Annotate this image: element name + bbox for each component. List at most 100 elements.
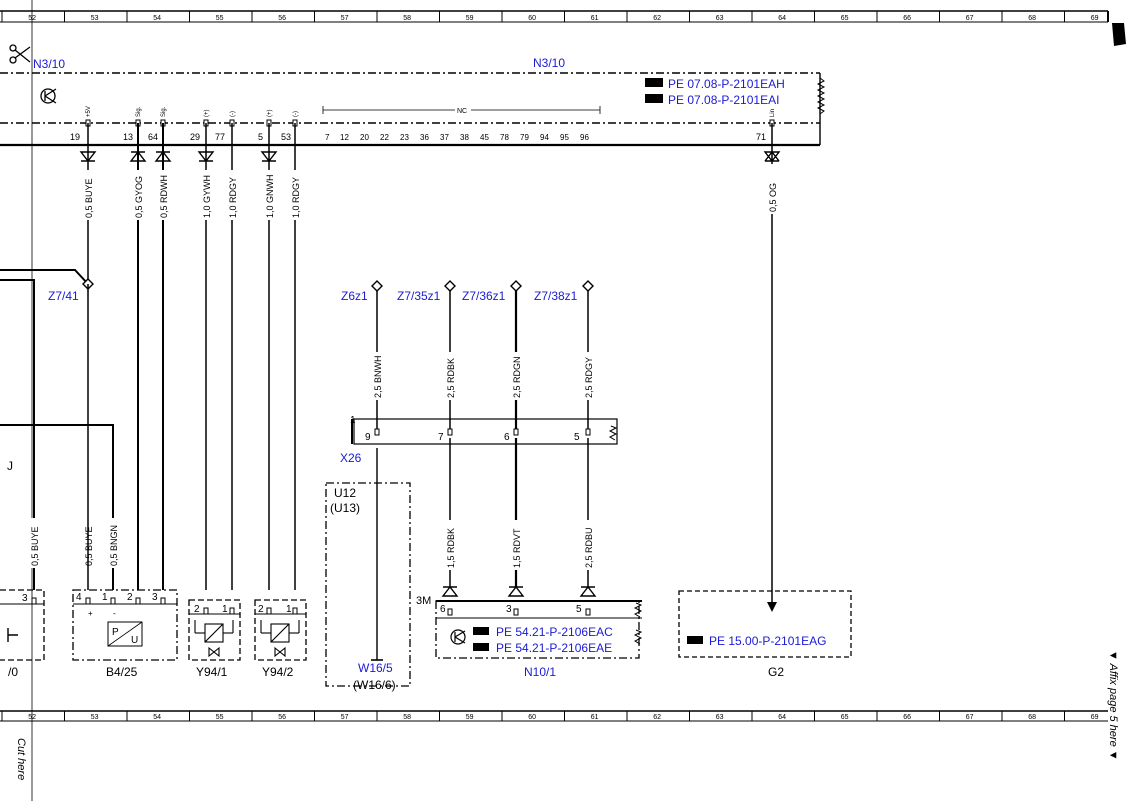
page-tab (1112, 23, 1126, 46)
wire-label: 1,0 RDGY (291, 177, 301, 218)
pin-contact (374, 428, 380, 436)
splice-diamond-icon (371, 280, 383, 292)
wire-label-bg (28, 518, 40, 568)
nc-pin-number: 94 (540, 133, 549, 142)
arrow-up-icon (764, 150, 780, 162)
arrow-up-icon (507, 585, 525, 597)
wire-label-bg (289, 170, 301, 220)
pin-contact (110, 597, 116, 605)
u12-bottom-label: W16/5 (358, 661, 393, 675)
wire-label-bg (263, 170, 275, 220)
arrow-down-icon (767, 602, 777, 612)
left-stub-label: J (7, 459, 13, 473)
n3-10-ref-2: PE 07.08-P-2101EAI (668, 93, 779, 107)
ruler-column-number: 64 (778, 714, 786, 721)
ruler-column-number: 62 (653, 15, 661, 22)
wire-label-bg (510, 520, 522, 570)
n10-1-label: N10/1 (524, 665, 556, 679)
x26-pin-left: 1 (350, 415, 356, 426)
left-wiring (0, 269, 114, 590)
wire-label: 0,5 BUYE (84, 526, 94, 566)
ruler-column-number: 53 (91, 714, 99, 721)
u12-label: U12 (334, 486, 356, 500)
ruler-column-number: 57 (341, 714, 349, 721)
wire-label: 0,5 BUYE (30, 526, 40, 566)
ruler-column-number: 66 (903, 714, 911, 721)
pin-number: 77 (215, 132, 225, 142)
x26-label: X26 (340, 451, 362, 465)
module-n10-1: 3M PE 54.21-P-2106EAC PE 54.21-P-2106EAE… (416, 585, 643, 679)
ruler-column-number: 59 (466, 15, 474, 22)
pin-contact (160, 597, 166, 605)
wire-label-bg (444, 352, 456, 400)
n10-1-pin-number: 6 (440, 604, 446, 615)
pin-contact (513, 428, 519, 436)
nc-pin-number: 22 (380, 133, 389, 142)
ruler-column-number: 60 (528, 15, 536, 22)
wire-label: 2,5 RDGN (512, 356, 522, 398)
wire-label-bg (82, 170, 94, 220)
wire-label-bg (107, 518, 119, 568)
pin-label: Sig. (161, 106, 167, 117)
ruler-column-number: 64 (778, 15, 786, 22)
arrow-up-icon (441, 585, 459, 597)
x26-pin-number: 7 (438, 432, 444, 443)
pin-contact (31, 597, 37, 605)
left-partial-pin: 3 (22, 593, 28, 604)
g2-ref: PE 15.00-P-2101EAG (709, 634, 826, 648)
ruler-column-number: 58 (403, 714, 411, 721)
module-n3-10: N3/10 N3/10 PE 07.08-P-2101EAH PE 07.08-… (0, 56, 826, 147)
b4-25-plus: + (88, 609, 93, 618)
pin-label: Sig. (136, 106, 142, 117)
pin-number: 2 (258, 604, 264, 615)
ruler-column-number: 69 (1091, 714, 1099, 721)
arrow-down-icon (197, 151, 215, 163)
wire-label: 0,5 GYOG (134, 176, 144, 218)
pin-label: (-) (230, 111, 236, 117)
nc-label: NC (457, 108, 467, 115)
pin-contact (203, 607, 209, 615)
solenoid-valve-icon (260, 620, 300, 658)
b4-25-pin-number: 1 (102, 592, 108, 603)
splice-label: Z6z1 (341, 289, 368, 303)
ruler-column-number: 65 (841, 714, 849, 721)
splice-diamond-icon (582, 280, 594, 292)
wire-label: 2,5 RDBK (446, 358, 456, 398)
reference-hand-icon (473, 627, 489, 635)
pin-contact (266, 607, 272, 615)
ruler-column-number: 65 (841, 15, 849, 22)
wire-label: 1,0 GYWH (202, 175, 212, 218)
scissors-icon (9, 44, 31, 64)
wire-label: 2,5 RDGY (584, 357, 594, 398)
nc-pin-number: 79 (520, 133, 529, 142)
pin-contact (135, 597, 141, 605)
n10-1-ref-1: PE 54.21-P-2106EAC (496, 625, 613, 639)
wire-label-bg (371, 352, 383, 400)
nc-pin-number: 7 (325, 133, 330, 142)
b4-25-pin-number: 3 (152, 592, 158, 603)
n10-1-pin-number: 5 (576, 604, 582, 615)
top-ruler: 525354555657585960616263646566676869 (0, 10, 1108, 23)
nc-pin-number: 96 (580, 133, 589, 142)
affix-note: ▼ Affix page 5 here ▼ (1107, 650, 1119, 761)
wire-label-bg (132, 170, 144, 220)
b4-25-pin-number: 2 (127, 592, 133, 603)
ruler-column-number: 61 (591, 15, 599, 22)
nc-pin-number: 37 (440, 133, 449, 142)
x26-pin-number: 5 (574, 432, 580, 443)
left-partial-label: /0 (8, 665, 18, 679)
pin-number: 64 (148, 132, 158, 142)
ruler-column-number: 54 (153, 714, 161, 721)
wire-label: 1,0 RDGY (228, 177, 238, 218)
u12-alt-label: (U13) (330, 501, 360, 515)
wire-label: 1,0 GNWH (265, 174, 275, 218)
wire-label-bg (157, 170, 169, 220)
wire-label-bg (510, 352, 522, 400)
ruler-column-number: 63 (716, 714, 724, 721)
wire-label-bg (582, 520, 594, 570)
b4-25-pin-number: 4 (76, 592, 82, 603)
ruler-column-number: 58 (403, 15, 411, 22)
wire-label: 1,5 RDBK (446, 528, 456, 568)
